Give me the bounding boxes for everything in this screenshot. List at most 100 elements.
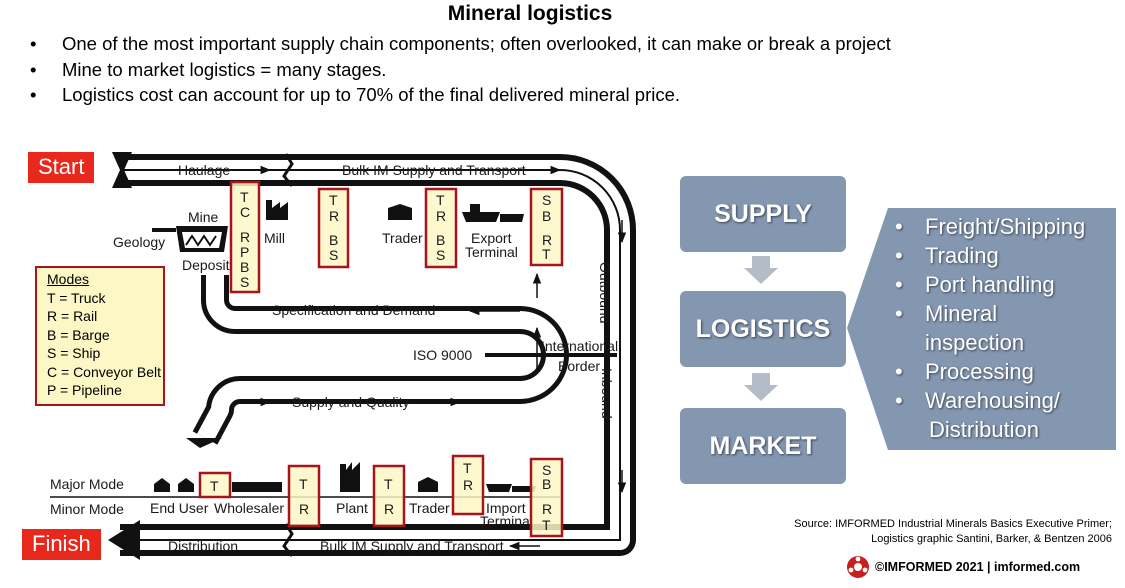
mill-icon (266, 200, 288, 220)
finish-arrowhead (108, 520, 140, 560)
import-label-2: Terminal (480, 513, 533, 529)
finish-tag: Finish (22, 529, 101, 560)
modes-legend-item: R = Rail (47, 308, 98, 324)
modes-legend-item: C = Conveyor Belt (47, 363, 161, 380)
mode-box: S B R T (529, 457, 564, 538)
svg-text:T: T (299, 476, 308, 492)
warehouse-icon (232, 482, 282, 492)
imformed-logo-icon (847, 556, 869, 578)
bullet-marker: • (30, 58, 37, 80)
trader-label: Trader (382, 230, 423, 246)
inbound-label: Inbound (599, 368, 615, 419)
svg-text:B: B (436, 232, 445, 248)
border-label-1: International (541, 338, 618, 354)
list-item: •Port handling (895, 272, 1055, 297)
svg-text:B: B (240, 259, 249, 275)
ship-icon (462, 204, 524, 222)
list-item: •Warehousing/ (895, 388, 1060, 413)
svg-text:T: T (240, 189, 249, 205)
wholesaler-label: Wholesaler (214, 500, 284, 516)
logistics-list: •Freight/Shipping •Trading •Port handlin… (895, 212, 1085, 444)
bullet-item: •One of the most important supply chain … (30, 31, 891, 57)
modes-legend-title: Modes (47, 271, 90, 287)
mode-box: T R B S (317, 187, 350, 269)
svg-text:R: R (329, 208, 339, 224)
mode-box: T (198, 471, 232, 499)
import-label-1: Import (486, 500, 526, 516)
trader-building-icon (388, 204, 412, 220)
list-item: •Mineral (895, 301, 998, 326)
bullet-marker: • (30, 84, 37, 105)
logistics-detail-panel (847, 208, 1116, 450)
mine-deposit-icon (152, 226, 228, 252)
svg-text:B: B (542, 208, 551, 224)
svg-text:R: R (542, 501, 552, 517)
svg-text:B: B (542, 476, 551, 492)
svg-text:S: S (542, 192, 551, 208)
footer-copyright: ©IMFORMED 2021 | imformed.com (875, 560, 1081, 574)
houses-icon (154, 478, 194, 492)
list-item: •Freight/Shipping (895, 214, 1086, 239)
modes-legend-item: S = Ship (47, 345, 101, 361)
svg-text:R: R (240, 229, 250, 245)
market-box: MARKET (680, 408, 846, 484)
svg-text:R: R (384, 501, 394, 517)
distribution-label: Distribution (168, 538, 238, 554)
svg-text:R: R (463, 477, 473, 493)
minor-mode-label: Minor Mode (50, 501, 124, 517)
bullet-list: •One of the most important supply chain … (30, 31, 891, 108)
svg-text:T: T (542, 517, 551, 533)
svg-text:T: T (210, 478, 219, 494)
modes-legend: Modes T = Truck R = Rail B = Barge S = S… (35, 266, 165, 406)
export-label-2: Terminal (465, 244, 518, 260)
mode-box: T R (372, 464, 406, 528)
bullet-item: •Mine to market logistics = many stages. (30, 57, 891, 83)
supply-quality-label: Supply and Quality (292, 394, 410, 410)
iso-label: ISO 9000 (413, 347, 472, 363)
lower-trader-building-icon (418, 477, 438, 492)
bullet-item: •Logistics cost can account for up to 70… (30, 82, 891, 108)
mode-box: S B R T (529, 187, 564, 267)
start-tag: Start (28, 152, 95, 183)
plant-label: Plant (336, 500, 368, 516)
logistics-box: LOGISTICS (680, 291, 846, 367)
svg-text:T: T (384, 476, 393, 492)
break-mark (282, 153, 294, 187)
supply-box: SUPPLY (680, 176, 846, 252)
list-item: •Trading (895, 243, 999, 268)
svg-text:R: R (299, 501, 309, 517)
svg-text:B: B (329, 232, 338, 248)
svg-text:S: S (240, 274, 249, 290)
svg-text:T: T (329, 192, 338, 208)
plant-icon (340, 462, 360, 492)
bullet-marker: • (30, 33, 37, 54)
lower-ship-icon (486, 484, 536, 492)
outbound-label: Outbound (597, 262, 613, 324)
mine-label: Mine (188, 209, 219, 225)
haulage-label: Haulage (178, 162, 230, 178)
down-arrow-icon (744, 256, 778, 284)
lower-trader-label: Trader (409, 500, 450, 516)
svg-text:T: T (436, 192, 445, 208)
svg-text:S: S (542, 462, 551, 478)
slide-title: Mineral logistics (447, 2, 613, 25)
export-label-1: Export (471, 230, 512, 246)
down-arrow-icon (744, 373, 778, 401)
flow-road (120, 154, 636, 556)
mode-box: T R (287, 464, 321, 528)
svg-text:S: S (329, 247, 338, 263)
svg-text:C: C (240, 204, 250, 220)
source-citation: Source: IMFORMED Industrial Minerals Bas… (794, 518, 1112, 545)
spec-demand-label: Specification and Demand (272, 302, 435, 318)
geology-label: Geology (113, 234, 165, 250)
svg-text:R: R (542, 232, 552, 248)
list-item-continued: Distribution (929, 417, 1040, 442)
mill-label: Mill (264, 230, 285, 246)
major-mode-label: Major Mode (50, 476, 124, 492)
list-item: •Processing (895, 359, 1034, 384)
svg-text:P: P (240, 244, 249, 260)
flow-arrowhead (186, 438, 222, 448)
modes-legend-item: P = Pipeline (47, 382, 122, 398)
mode-box: T R B S (424, 187, 458, 269)
